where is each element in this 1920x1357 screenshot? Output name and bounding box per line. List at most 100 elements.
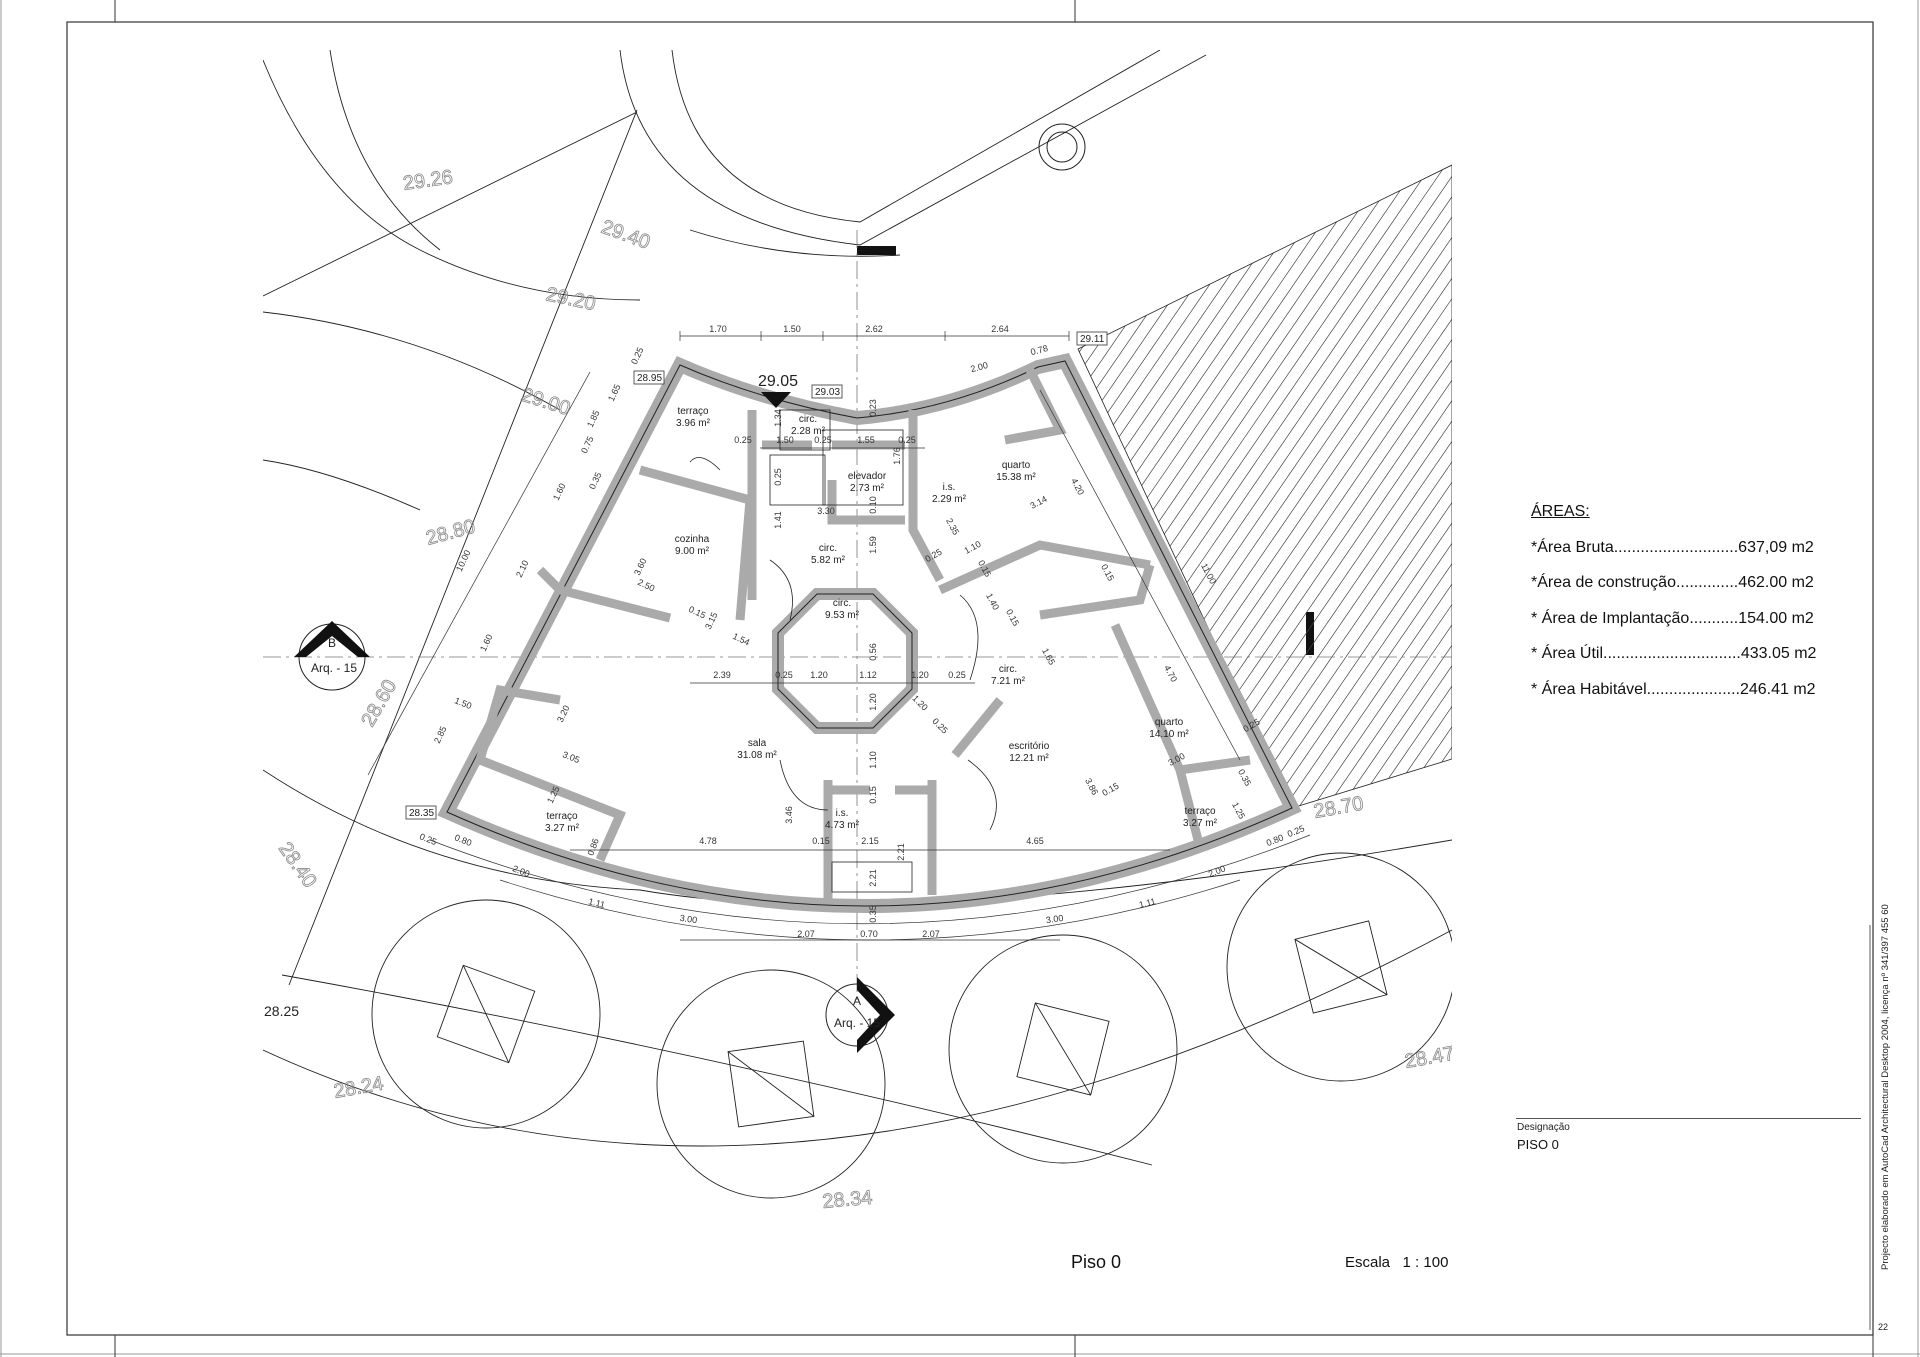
room-area: 9.53 m² <box>825 610 860 621</box>
tree-pit-icon <box>436 964 536 1064</box>
dimension-label: 2.00 <box>511 863 531 879</box>
dimension-label: 0.15 <box>812 836 830 846</box>
axis-lines <box>263 230 1452 1000</box>
room-name: quarto <box>1002 460 1031 471</box>
tree <box>948 934 1178 1164</box>
scale-value: 1 : 100 <box>1402 1254 1449 1271</box>
dimension-label: 2.35 <box>944 517 961 537</box>
corner-level: 28.25 <box>264 1003 299 1019</box>
dimension-label: 0.25 <box>775 670 793 680</box>
room-label: i.s.4.73 m² <box>825 808 860 831</box>
room-name: circ. <box>999 664 1017 675</box>
section-letter: B <box>328 636 336 650</box>
area-row: *Área Bruta............................6… <box>1531 538 1814 556</box>
dimension-label: 2.00 <box>969 360 989 374</box>
contour-level: 29.00 <box>518 384 572 420</box>
dimension-label: 0.56 <box>868 643 878 661</box>
room-area: 7.21 m² <box>991 676 1026 687</box>
section-ref: Arq. - 15 <box>834 1016 880 1030</box>
roundabout <box>1038 123 1086 171</box>
dimension-label: 0.70 <box>860 929 878 939</box>
dimension-label: 0.10 <box>868 496 878 514</box>
contour-level: 29.20 <box>544 283 598 315</box>
room-area: 12.21 m² <box>1009 753 1049 764</box>
dimension-label: 2.10 <box>514 559 530 579</box>
dimension-label: 1.12 <box>859 670 877 680</box>
dimension-label: 3.14 <box>1029 494 1049 511</box>
room-name: i.s. <box>943 482 956 493</box>
drawing-title: Piso 0 <box>1071 1252 1122 1272</box>
dimension-label: 1.10 <box>963 539 983 556</box>
dimension-label: 2.39 <box>713 670 731 680</box>
dimension-label: 0.25 <box>948 670 966 680</box>
tree-pit-icon <box>727 1040 815 1128</box>
dimension-label: 0.75 <box>579 435 595 455</box>
dimension-label: 2.62 <box>865 324 883 334</box>
dimension-label: 3.30 <box>817 506 835 516</box>
dimension-label: 3.00 <box>1045 913 1064 925</box>
contour-level: 28.60 <box>357 676 401 730</box>
dimension-label: 0.80 <box>453 832 473 848</box>
tree <box>656 969 886 1199</box>
dimension-label: 1.20 <box>911 670 929 680</box>
dimension-label: 3.00 <box>679 913 698 925</box>
software-credit: Projecto elaborado em AutoCad Architectu… <box>1880 904 1891 1270</box>
section-letter: A <box>853 994 861 1008</box>
room-name: i.s. <box>836 808 849 819</box>
dimension-label: 1.11 <box>1138 896 1157 910</box>
spot-level: 29.03 <box>815 387 840 398</box>
trees <box>371 852 1452 1199</box>
room-area: 3.96 m² <box>676 418 711 429</box>
dimension-label: 4.78 <box>699 836 717 846</box>
east-marker-bar <box>1306 612 1314 655</box>
room-name: circ. <box>799 414 817 425</box>
dimension-label: 1.40 <box>984 592 1001 612</box>
dimension-label: 1.70 <box>709 324 727 334</box>
areas-heading: ÁREAS: <box>1531 503 1590 520</box>
dimension-label: 1.60 <box>551 482 567 502</box>
dimension-label: 10.00 <box>454 548 473 573</box>
dimension-label: 2.15 <box>861 836 879 846</box>
dimension-label: 3.20 <box>555 704 571 724</box>
north-marker-bar <box>857 246 896 255</box>
tree-pit-icon <box>1016 1002 1110 1096</box>
room-name: escritório <box>1009 741 1050 752</box>
room-area: 31.08 m² <box>737 750 777 761</box>
dimension-label: 3.60 <box>632 557 648 577</box>
dimension-label: 1.76 <box>892 447 902 465</box>
room-area: 3.27 m² <box>545 823 580 834</box>
dimension-label: 1.20 <box>868 693 878 711</box>
page-number: 22 <box>1878 1322 1889 1332</box>
section-marker-a[interactable]: A Arq. - 15 <box>825 977 895 1053</box>
dimension-label: 0.25 <box>930 716 949 735</box>
dimension-label: 2.64 <box>991 324 1009 334</box>
area-row: * Área Habitável.....................246… <box>1531 680 1816 698</box>
room-name: quarto <box>1155 717 1184 728</box>
spot-level: 28.35 <box>409 808 434 819</box>
section-ref: Arq. - 15 <box>311 661 357 675</box>
room-area: 14.10 m² <box>1149 729 1189 740</box>
contour-level: 29.26 <box>402 166 455 195</box>
dimension-label: 4.20 <box>1069 477 1086 497</box>
dimension-label: 2.00 <box>1207 863 1227 879</box>
dimension-label: 0.15 <box>687 604 707 620</box>
dimension-label: 0.25 <box>418 831 438 847</box>
dimension-label: 1.20 <box>810 670 828 680</box>
area-row: * Área de Implantação...........154.00 m… <box>1531 609 1814 627</box>
dimension-label: 1.59 <box>868 536 878 554</box>
section-marker-b[interactable]: B Arq. - 15 <box>294 621 370 691</box>
dimension-label: 0.78 <box>1029 343 1049 357</box>
dimension-label: 4.65 <box>1026 836 1044 846</box>
level-marker-icon <box>761 392 791 408</box>
dimension-label: 2.21 <box>868 869 878 887</box>
room-area: 9.00 m² <box>675 546 710 557</box>
dimension-label: 2.85 <box>432 725 448 745</box>
room-name: elevador <box>848 471 887 482</box>
